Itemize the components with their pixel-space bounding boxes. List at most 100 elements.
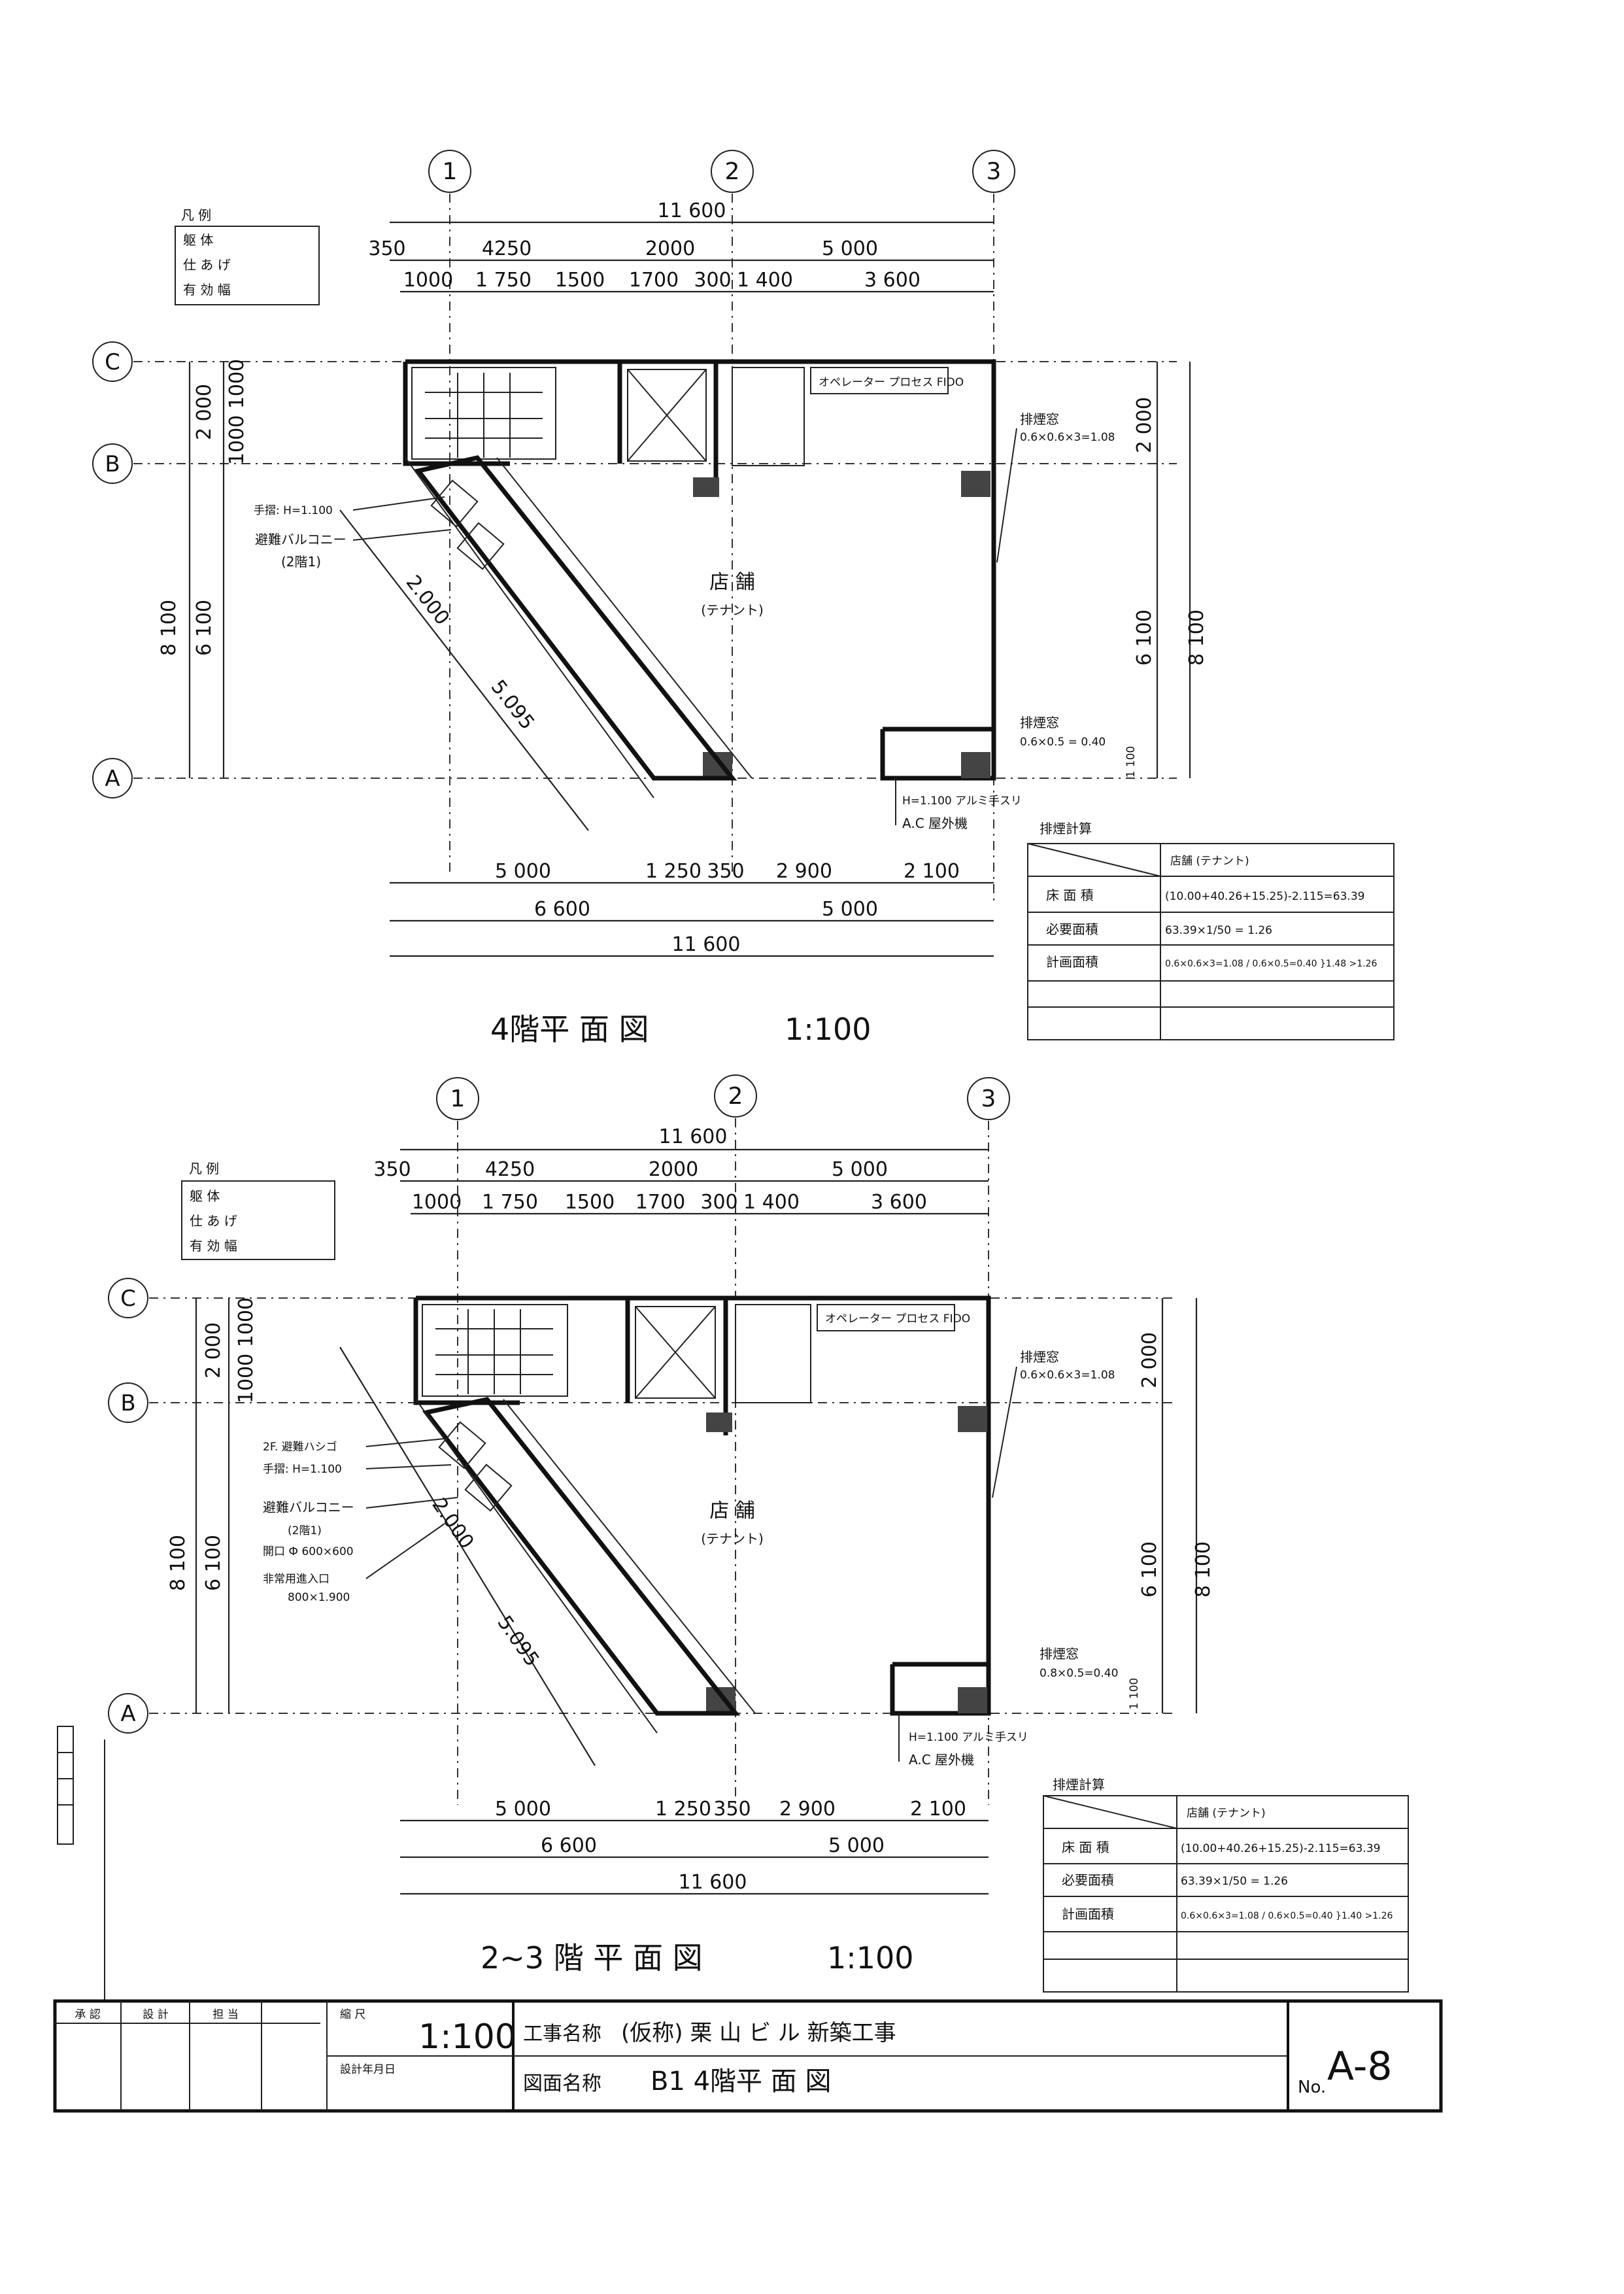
legend-header: 凡 例	[181, 207, 211, 223]
note-railing: H=1.100 アルミ手スリ	[902, 795, 1022, 808]
calc2-row-0-label: 床 面 積	[1062, 1840, 1109, 1855]
axis2-label-b: B	[120, 1390, 135, 1416]
note-ac: A.C 屋外機	[902, 815, 968, 831]
note2-railing: H=1.100 アルミ手スリ	[909, 1731, 1028, 1744]
dim-top-overall: 11 600	[658, 199, 726, 222]
room-sub: (テナント)	[701, 602, 764, 618]
plan2-title: 2~3 階 平 面 図	[481, 1940, 703, 1976]
note-smoke-1-calc: 0.6×0.6×3=1.08	[1020, 431, 1115, 444]
calc-row-1-label: 必要面積	[1046, 921, 1098, 937]
walls: オペレーター プロセス FIDO	[403, 359, 996, 781]
calc2-row-2-value: 0.6×0.6×3=1.08 / 0.6×0.5=0.40 }1.40 >1.2…	[1181, 1911, 1393, 1921]
axis-label-1: 1	[443, 158, 458, 185]
dim-bot-r1-1: 1 250	[645, 860, 702, 883]
diag-dim-2: 2.000	[427, 1494, 478, 1553]
dim-right-1: 6 100	[1133, 609, 1156, 666]
tb-date-label: 設計年月日	[340, 2063, 396, 2076]
dim2-top-r1-1: 4250	[485, 1158, 535, 1181]
plan-floor23: 1 2 3 C B A 11 600 350 4250 2000	[108, 1074, 1409, 1993]
dim2-top-r2-6: 3 600	[871, 1191, 927, 1214]
note-balcony: 避難バルコニー	[255, 532, 347, 547]
tb-approval-1: 設 計	[143, 2008, 168, 2021]
legend2-row-0: 躯 体	[190, 1188, 220, 1204]
axis-label-b: B	[105, 451, 120, 477]
calc-col-header: 店舗 (テナント)	[1170, 855, 1249, 868]
edge-marks	[57, 1726, 105, 2001]
dim-left-2: 6 100	[193, 600, 216, 656]
dim-top-r1-1: 4250	[482, 237, 532, 260]
note-balcony-sub: (2階1)	[281, 554, 321, 570]
room-label: 店 舗	[709, 571, 755, 594]
note2-smoke-1-calc: 0.6×0.6×3=1.08	[1020, 1369, 1115, 1382]
tb-drawing-label: 図面名称	[523, 2072, 601, 2095]
dim-top-r1-0: 350	[368, 237, 405, 260]
dim-bot-r1-4: 2 100	[904, 860, 960, 883]
dim2-top-r1-3: 5 000	[832, 1158, 888, 1181]
dim2-right-3: 1 100	[1128, 1678, 1141, 1710]
dim2-bot-r1-2: 350	[713, 1798, 751, 1821]
tb-project-name: (仮称) 栗 山 ビ ル 新築工事	[621, 2020, 896, 2046]
dim2-right-2: 8 100	[1192, 1541, 1215, 1598]
dim2-top-r2-0: 1000	[412, 1191, 462, 1214]
dim2-top-r1-0: 350	[373, 1158, 411, 1181]
dim2-left-0: 2 000	[202, 1322, 225, 1378]
dim-bot-overall: 11 600	[672, 933, 741, 956]
dim2-left-1: 1000 1000	[235, 1297, 258, 1403]
axis2-label-3: 3	[981, 1086, 996, 1112]
calc2-row-2-label: 計画面積	[1062, 1906, 1114, 1922]
stair-length-2: 5.095	[492, 1612, 543, 1671]
legend-row-0: 躯 体	[183, 232, 213, 248]
tb-approval-0: 承 認	[75, 2008, 100, 2021]
dim-top-r2-6: 3 600	[864, 269, 921, 292]
note2-handrail: 手摺: H=1.100	[263, 1463, 342, 1476]
dim-top-r2-4: 300	[694, 269, 731, 292]
plan2-scale: 1:100	[827, 1940, 914, 1976]
note-smoke-1: 排煙窓	[1020, 411, 1059, 427]
calc-row-2-label: 計画面積	[1046, 954, 1098, 970]
plan-floor4: 1 2 3 C B A 11 600 350 4250	[92, 150, 1395, 1047]
bottom-dimensions: 5 000 1 250 350 2 900 2 100 6 600 5 000 …	[390, 860, 994, 957]
elevator-text-2: オペレーター プロセス FIDO	[825, 1312, 970, 1326]
dim2-bot-r1-4: 2 100	[910, 1798, 966, 1821]
note2-ac: A.C 屋外機	[909, 1752, 974, 1768]
legend-row-1: 仕 あ げ	[183, 257, 231, 273]
tb-scale-value: 1:100	[418, 2017, 516, 2057]
dim2-top-r2-1: 1 750	[482, 1191, 538, 1214]
dim-top-r2-1: 1 750	[475, 269, 532, 292]
note2-balcony-sub: (2階1)	[288, 1524, 322, 1537]
calc-row-0-value: (10.00+40.26+15.25)-2.115=63.39	[1165, 890, 1364, 903]
calc-row-2-value: 0.6×0.6×3=1.08 / 0.6×0.5=0.40 }1.48 >1.2…	[1165, 959, 1378, 969]
top-dimensions-2: 11 600 350 4250 2000 5 000 1000 1 750 15…	[373, 1125, 989, 1215]
dim2-bot-r1-0: 5 000	[495, 1798, 551, 1821]
axis2-label-c: C	[120, 1286, 136, 1312]
note2-smoke-2: 排煙窓	[1040, 1646, 1079, 1662]
dim-left-0: 2 000	[193, 384, 216, 440]
dim-bot-r2-1: 5 000	[822, 898, 878, 921]
axis-label-a: A	[105, 766, 120, 792]
axis2-label-a: A	[120, 1701, 135, 1727]
dim-top-r1-2: 2000	[645, 237, 695, 260]
dim2-top-overall: 11 600	[659, 1125, 728, 1148]
calc2-row-1-label: 必要面積	[1062, 1872, 1114, 1888]
notes: 排煙窓 0.6×0.6×3=1.08 排煙窓 0.6×0.5 = 0.40 手摺…	[254, 411, 1115, 831]
note-smoke-2: 排煙窓	[1020, 715, 1059, 730]
note2-emergency-size: 800×1.900	[288, 1591, 350, 1604]
note2-balcony: 避難バルコニー	[263, 1499, 354, 1515]
title-block: 承 認 設 計 担 当 縮 尺 1:100 設計年月日 工事名称 (仮称) 栗 …	[53, 1999, 1443, 2113]
elevator-text: オペレーター プロセス FIDO	[819, 376, 964, 389]
note-handrail: 手摺: H=1.100	[254, 504, 333, 517]
legend2-row-1: 仕 あ げ	[190, 1213, 237, 1229]
legend-box-2: 凡 例 躯 体 仕 あ げ 有 効 幅	[181, 1161, 335, 1260]
tb-approval-2: 担 当	[212, 2008, 238, 2021]
side-dimensions-2: 2 000 1000 1000 6 100 8 100 2 000 6 100 …	[167, 1297, 1215, 1713]
plan-scale: 1:100	[785, 1012, 871, 1047]
top-dimensions: 11 600 350 4250 2000 5 000 1000 1 750 15…	[368, 199, 994, 293]
stairs	[425, 373, 543, 458]
dim2-bot-r1-1: 1 250	[655, 1798, 711, 1821]
smoke-calc-table-2: 排煙計算 店舗 (テナント) 床 面 積 (10.00+40.26+15.25)…	[1043, 1777, 1409, 1993]
calc2-col-header: 店舗 (テナント)	[1187, 1807, 1266, 1820]
walls-2: オペレーター プロセス FIDO	[413, 1295, 991, 1716]
room-sub-2: (テナント)	[701, 1531, 764, 1547]
dim2-top-r2-2: 1500	[565, 1191, 615, 1214]
